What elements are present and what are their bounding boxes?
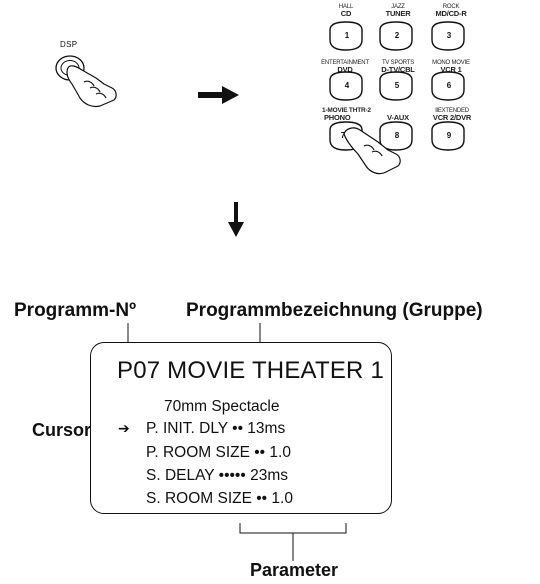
param-line-1: P. INIT. DLY •• 13ms <box>146 420 286 437</box>
cursor-arrow-icon: ➔ <box>118 420 130 436</box>
cursor-label: Cursor <box>32 420 92 440</box>
key-3-number: 3 <box>446 31 452 40</box>
key-1-button[interactable] <box>329 21 363 51</box>
key-2-button[interactable] <box>379 21 413 51</box>
keypad-buttons <box>329 21 465 175</box>
dsp-hand-illustration <box>55 55 117 108</box>
key-7-number: 7 <box>340 131 346 140</box>
display-panel <box>90 342 392 514</box>
key-5-number: 5 <box>394 81 400 90</box>
program-number-label: Programm-Nº <box>14 300 137 321</box>
dsp-label: DSP <box>60 40 78 49</box>
down-arrow-icon <box>228 202 244 237</box>
key-2-number: 2 <box>394 31 400 40</box>
param-line-4: S. ROOM SIZE •• 1.0 <box>146 490 293 507</box>
key-4-number: 4 <box>344 81 350 90</box>
key-6-number: 6 <box>446 81 452 90</box>
key-9-button[interactable] <box>431 121 465 151</box>
parameter-label: Parameter <box>250 560 339 580</box>
display-title: P07 MOVIE THEATER 1 <box>117 357 384 384</box>
key-4-button[interactable] <box>329 71 363 101</box>
param-line-3: S. DELAY ••••• 23ms <box>146 467 288 484</box>
key-1-number: 1 <box>344 31 350 40</box>
key-7-label: 1-MOVIE THTR-2 PHONO <box>322 107 371 122</box>
key-8-label: V-AUX <box>387 113 409 122</box>
key-8-number: 8 <box>394 131 400 140</box>
key-6-button[interactable] <box>431 71 465 101</box>
key-9-number: 9 <box>446 131 452 140</box>
pointing-hand-icon <box>66 65 117 108</box>
pointing-hand-icon <box>343 127 401 175</box>
display-subtitle: 70mm Spectacle <box>164 398 280 415</box>
program-name-label: Programmbezeichnung (Gruppe) <box>186 300 483 321</box>
param-line-2: P. ROOM SIZE •• 1.0 <box>146 444 291 461</box>
key-3-button[interactable] <box>431 21 465 51</box>
right-arrow-icon <box>198 86 239 104</box>
key-5-button[interactable] <box>379 71 413 101</box>
